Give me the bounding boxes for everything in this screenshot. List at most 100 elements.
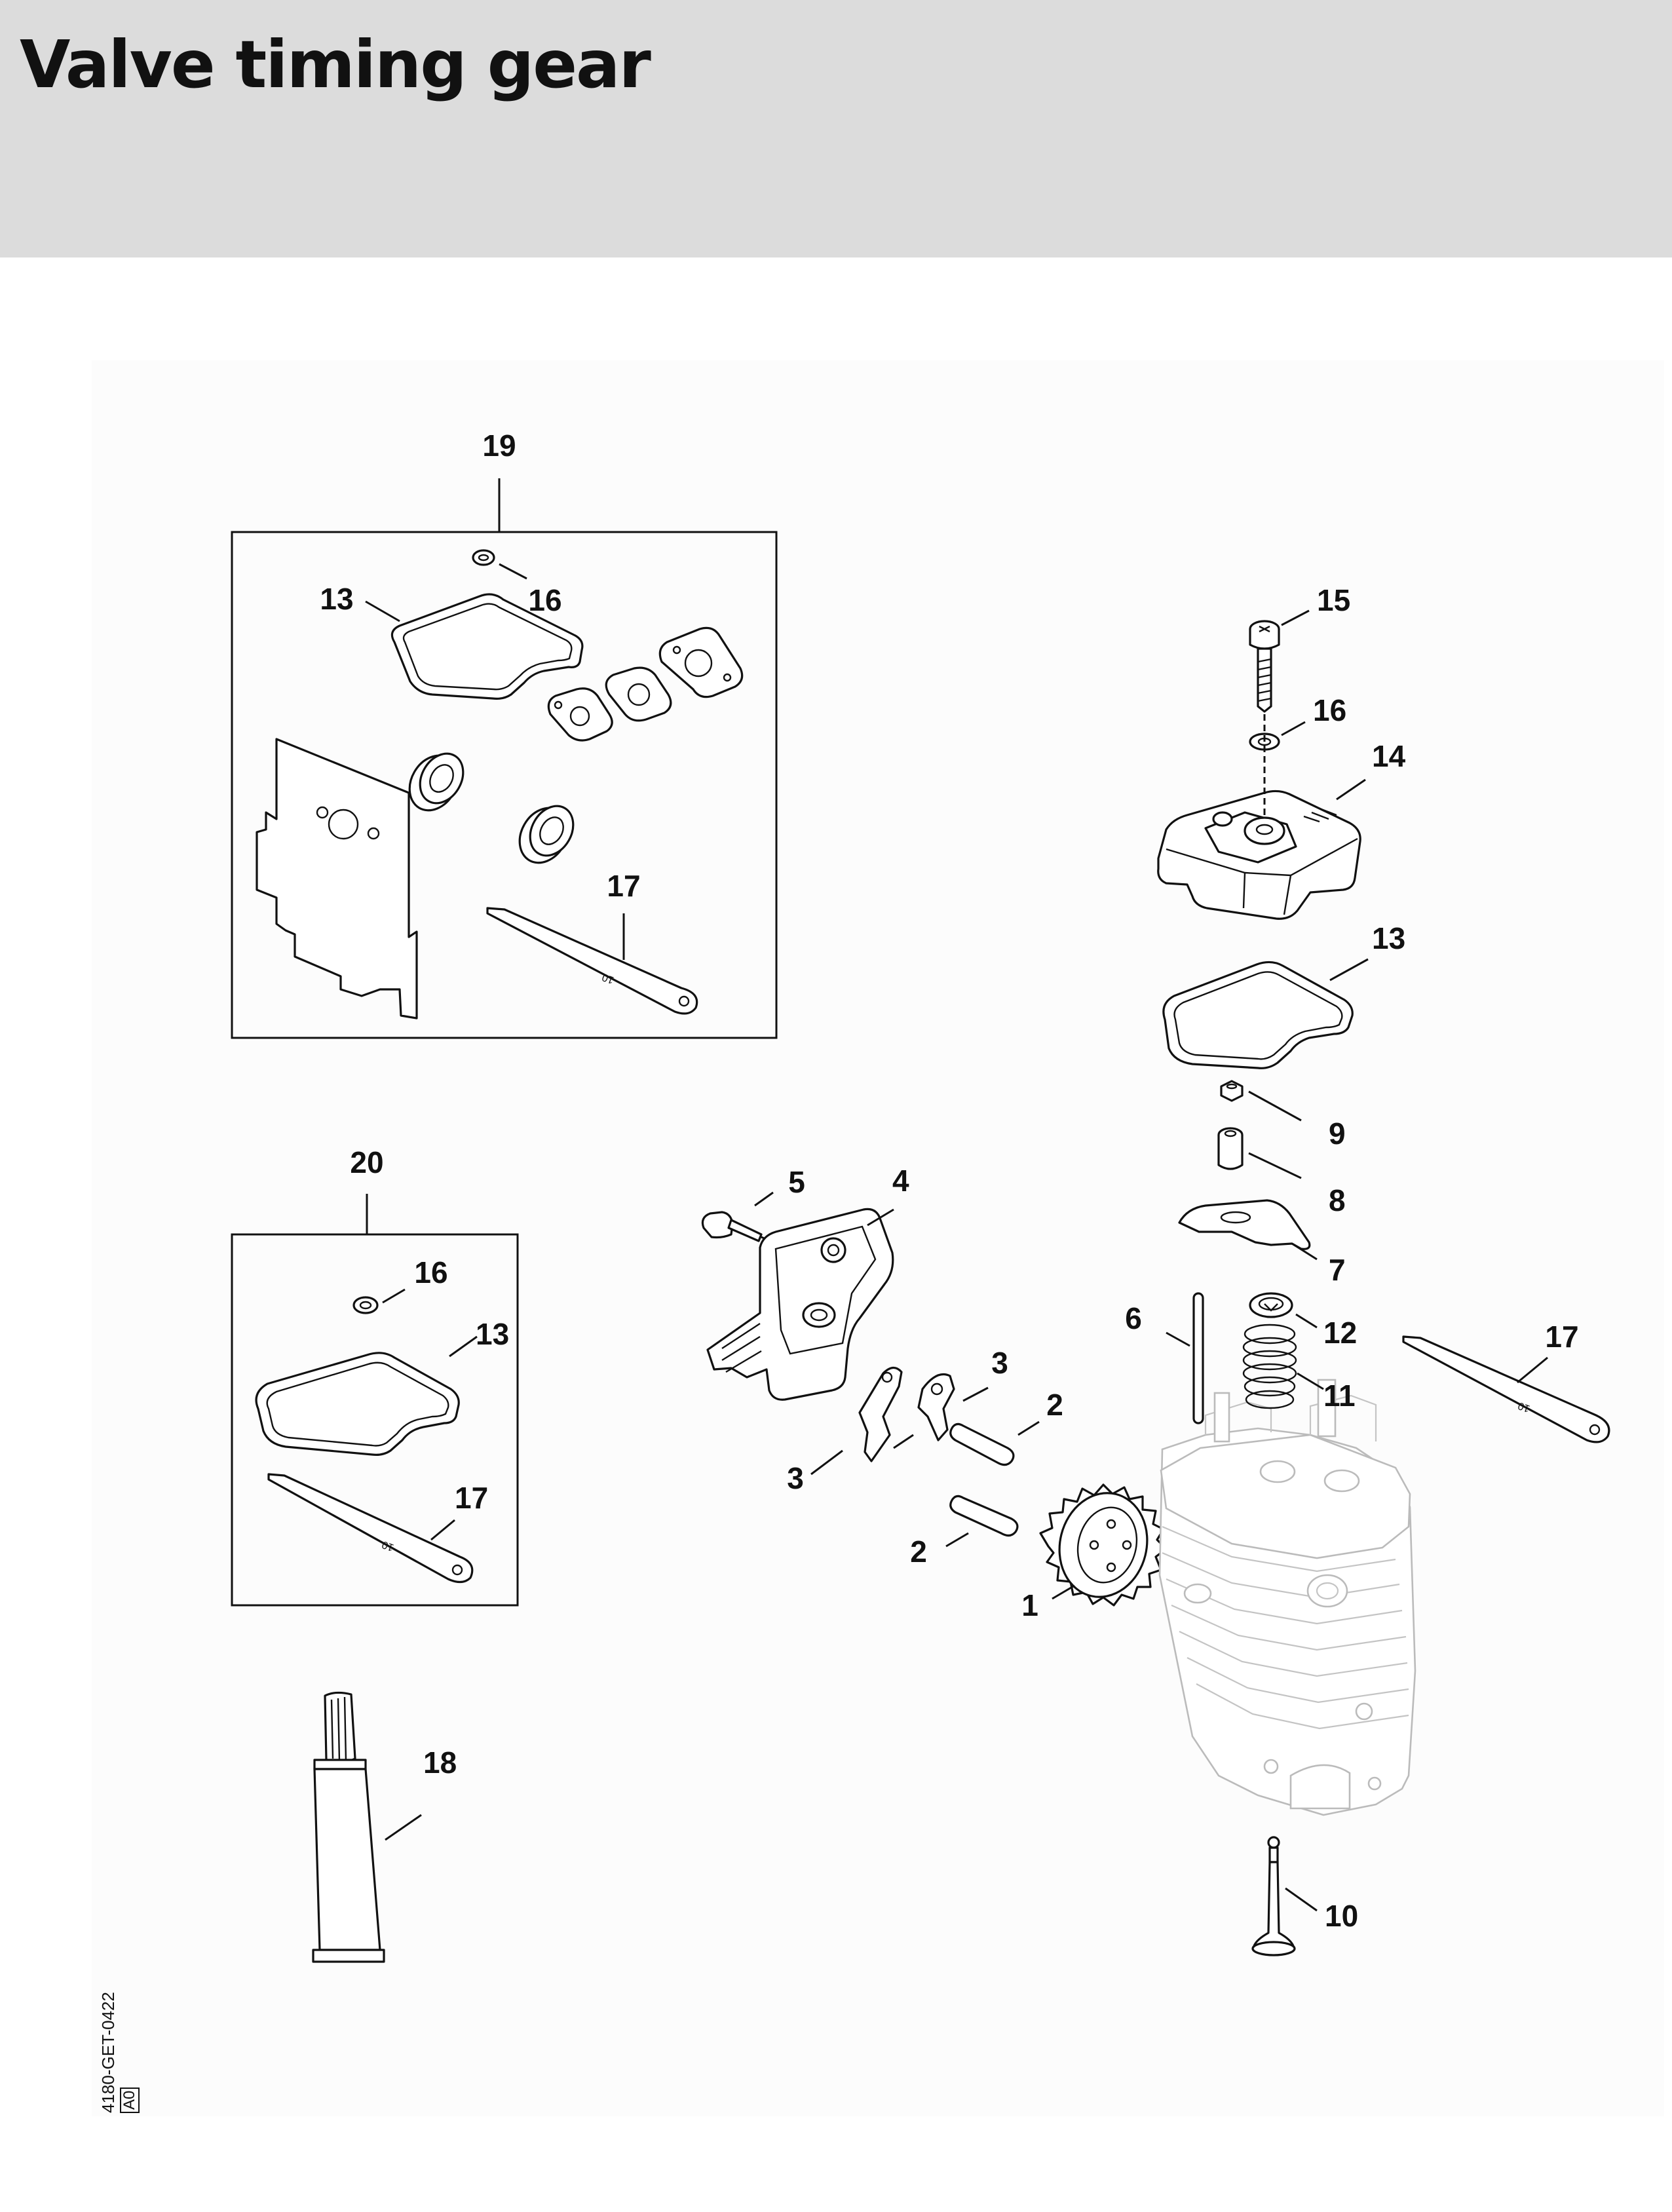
kit-20-setting-tool <box>267 1473 474 1584</box>
part-4-leader <box>867 1208 894 1227</box>
part-11-leader <box>1297 1372 1324 1390</box>
kit-19-intake-gasket-a <box>547 687 613 742</box>
part-7-rocker: 7 <box>1178 1199 1346 1287</box>
kit-20-callout-13: 13 <box>476 1317 509 1351</box>
kit-20-tool-marking: 10 <box>381 1538 396 1553</box>
kit-19-setting-tool <box>486 907 698 1015</box>
part-15-cover-screw: 15 <box>1249 583 1350 713</box>
part-17-setting-tool: 10 17 <box>1402 1320 1610 1443</box>
tube-cap <box>324 1691 356 1764</box>
part-2-rocker-pin-a: 2 <box>949 1388 1063 1466</box>
page-header: Valve timing gear <box>0 0 1672 257</box>
part-5-screw: 5 <box>701 1165 805 1248</box>
part-8-leader <box>1248 1152 1302 1179</box>
part-3-rocker-arm-b: 3 <box>917 1346 1008 1441</box>
part-4-rocker-housing: 4 <box>706 1164 909 1401</box>
kit-20-washer-leader <box>382 1288 406 1304</box>
kit-19-intake-gasket-b <box>605 666 672 722</box>
part-7-leader <box>1291 1242 1318 1261</box>
document-revision: A0 <box>120 2087 140 2113</box>
callout-11: 11 <box>1323 1379 1356 1413</box>
kit-20-washer-hole <box>359 1301 372 1310</box>
kit-20-cover-gasket <box>255 1352 460 1456</box>
part-2b-leader <box>945 1532 969 1548</box>
part-17-tool-marking: 10 <box>1517 1400 1532 1414</box>
kit-20-tool-leader <box>430 1519 455 1541</box>
tube-shoulder <box>313 1759 367 1770</box>
callout-3a: 3 <box>787 1461 804 1495</box>
kit-19-exhaust-gasket <box>658 626 744 698</box>
kit-19-label: 19 <box>482 429 516 463</box>
callout-12: 12 <box>1323 1316 1357 1350</box>
kit-20-label: 20 <box>350 1145 383 1179</box>
kit-19-exhaust-gasket-bolt-b <box>723 673 732 682</box>
callout-1: 1 <box>1021 1588 1038 1622</box>
kit-20-callout-16: 16 <box>414 1255 447 1289</box>
kit-20-box <box>231 1233 519 1607</box>
part-1-leader <box>1052 1584 1075 1600</box>
part-18-leader <box>385 1814 422 1841</box>
part-17-leader <box>1517 1356 1548 1384</box>
part-12-leader <box>1295 1313 1318 1329</box>
kit-19-callout-17: 17 <box>607 869 640 903</box>
kit-19-washer-hole <box>478 554 489 562</box>
kit-19-intake-gasket-a-bolt <box>554 700 563 710</box>
diagram-canvas: 19 16 13 <box>231 429 1610 1963</box>
callout-15: 15 <box>1317 583 1350 617</box>
callout-2b: 2 <box>910 1535 927 1569</box>
callout-7: 7 <box>1329 1253 1346 1287</box>
part-14-leader <box>1336 778 1366 801</box>
kit-19-group: 19 16 13 <box>231 429 778 1039</box>
kit-20-gasket-leader <box>449 1335 478 1358</box>
kit-20-setting-tool-hole <box>451 1564 463 1576</box>
part-13-leader <box>1329 958 1369 982</box>
kit-19-callout-13: 13 <box>320 582 353 616</box>
part-3a-leader <box>893 1434 914 1449</box>
document-code: 4180-GET-0422 A0 <box>98 1916 140 2113</box>
kit-20-callout-17: 17 <box>455 1481 488 1515</box>
kit-19-box <box>231 531 778 1039</box>
callout-5: 5 <box>788 1165 805 1199</box>
exploded-parts-diagram: 19 16 13 <box>92 360 1664 2116</box>
kit-19-base-gasket-hole-a <box>328 809 359 840</box>
callout-18: 18 <box>423 1745 457 1780</box>
part-10-valve: 10 <box>1251 1836 1358 1956</box>
part-9-nut: 9 <box>1220 1080 1346 1151</box>
kit-19-cover-gasket-inner <box>402 603 573 691</box>
kit-19-callout-16: 16 <box>528 583 561 617</box>
callout-10: 10 <box>1325 1899 1358 1933</box>
kit-19-exhaust-gasket-bolt-a <box>672 645 681 655</box>
cylinder-reference <box>1158 1379 1416 1816</box>
part-14-valve-cover: 14 <box>1157 739 1406 920</box>
kit-19-washer <box>472 549 495 566</box>
kit-19-base-gasket-hole-c <box>367 827 380 840</box>
kit-19-washer-leader <box>499 563 527 580</box>
kit-19-shaft-seal-a <box>408 752 465 812</box>
callout-13: 13 <box>1372 921 1405 955</box>
part-13-cover-gasket: 13 <box>1162 921 1405 1069</box>
kit-19-intake-gasket-a-hole <box>569 706 590 727</box>
kit-19-tool-marking: 10 <box>601 971 616 985</box>
kit-19-exhaust-gasket-hole <box>684 649 713 677</box>
kit-20-group: 20 16 13 10 17 <box>231 1145 519 1607</box>
part-6-pushrod: 6 <box>1125 1292 1204 1424</box>
callout-2a: 2 <box>1046 1388 1063 1422</box>
part-9-leader <box>1248 1090 1302 1122</box>
kit-19-intake-gasket-b-hole <box>627 683 651 706</box>
kit-20-cover-gasket-inner <box>266 1362 449 1447</box>
part-12-spring-retainer: 12 <box>1249 1292 1357 1350</box>
part-11-valve-spring: 11 <box>1242 1324 1356 1413</box>
callout-8: 8 <box>1329 1183 1346 1217</box>
kit-19-base-gasket <box>256 738 418 1020</box>
page-title: Valve timing gear <box>20 26 651 103</box>
part-16-leader <box>1281 721 1306 736</box>
callout-16: 16 <box>1313 693 1346 727</box>
tube-body <box>313 1768 381 1951</box>
part-18-tube: 18 <box>312 1691 457 1963</box>
part-1-camshaft-gear: 1 <box>1021 1483 1168 1622</box>
kit-19-gasket-leader <box>365 600 400 622</box>
callout-9: 9 <box>1329 1116 1346 1151</box>
kit-19-base-gasket-hole-b <box>316 806 329 819</box>
part-3-rocker-arm-a: 3 <box>787 1366 914 1495</box>
part-10-leader <box>1285 1887 1318 1912</box>
